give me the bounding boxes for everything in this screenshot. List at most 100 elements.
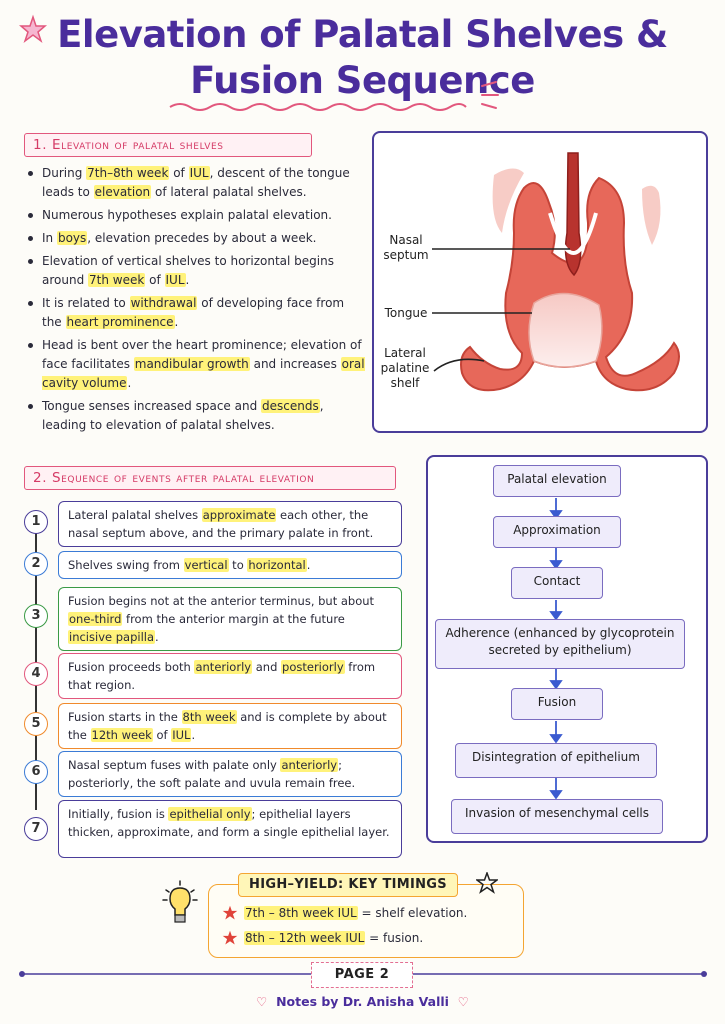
text-segment: and — [252, 660, 282, 674]
highlighted-text: heart prominence — [65, 315, 175, 329]
text-segment: During — [42, 166, 87, 180]
text-segment: It is related to — [42, 296, 130, 310]
high-yield-line-1: 7th – 8th week IUL = shelf elevation. — [244, 904, 467, 922]
text-segment: , leading to elevation of palatal shelve… — [42, 399, 324, 432]
heart-icon: ♡ — [457, 994, 469, 1009]
text-segment: , descent of the tongue leads to — [42, 166, 350, 199]
step-box: Lateral palatal shelves approximate each… — [58, 501, 402, 547]
text-segment: ; posteriorly, the soft palate and uvula… — [68, 758, 356, 790]
highlighted-text: 12th week — [90, 728, 153, 742]
text-segment: Numerous hypotheses explain palatal elev… — [42, 208, 332, 222]
palate-illustration — [432, 152, 680, 392]
bullet-item: Numerous hypotheses explain palatal elev… — [24, 206, 366, 225]
flow-disintegration: Disintegration of epithelium — [455, 743, 657, 778]
bullet-item: It is related to withdrawal of developin… — [24, 294, 366, 332]
text-segment: Head is bent over the heart prominence; … — [42, 338, 362, 371]
highlighted-text: mandibular growth — [133, 357, 250, 371]
text-segment: . — [185, 273, 190, 287]
text-segment: . — [174, 315, 179, 329]
step-number: 1 — [24, 510, 48, 534]
text-segment: to — [228, 558, 248, 572]
label-tongue: Tongue — [384, 306, 428, 320]
high-yield-title: HIGH–YIELD: KEY TIMINGS — [238, 873, 458, 897]
step-number: 5 — [24, 712, 48, 736]
text-segment: of developing face from the — [42, 296, 345, 329]
text-segment: of — [169, 166, 189, 180]
flow-approximation: Approximation — [493, 516, 621, 548]
flow-contact: Contact — [511, 567, 603, 599]
text-segment: of — [145, 273, 165, 287]
hy-key-1: 7th – 8th week IUL — [244, 906, 358, 920]
hy-val-2: = fusion. — [365, 931, 424, 945]
text-segment: of — [152, 728, 172, 742]
wavy-underline — [169, 103, 467, 111]
text-segment: Fusion starts in the — [68, 710, 182, 724]
star-icon — [18, 14, 48, 44]
tongue-shape — [528, 292, 603, 368]
red-star-icon — [222, 905, 238, 920]
highlighted-text: horizontal — [247, 558, 307, 572]
star-outline-icon — [476, 872, 498, 894]
text-segment: . — [306, 558, 311, 572]
sparkle-lines-icon — [481, 81, 499, 109]
step-number: 4 — [24, 662, 48, 686]
text-segment: and is complete by about the — [68, 710, 387, 742]
step-box: Initially, fusion is epithelial only; ep… — [58, 800, 402, 858]
text-segment: Elevation of vertical shelves to horizon… — [42, 254, 334, 287]
step-box: Fusion starts in the 8th week and is com… — [58, 703, 402, 749]
lightbulb-icon — [162, 880, 198, 923]
highlighted-text: boys — [56, 231, 88, 245]
shelf-pointer — [433, 358, 485, 372]
section-2-heading: 2. Sequence of events after palatal elev… — [24, 466, 396, 490]
flow-fusion: Fusion — [511, 688, 603, 720]
title-line-2: Fusion Sequence — [190, 59, 535, 102]
text-segment: In — [42, 231, 57, 245]
text-segment: Lateral palatal shelves — [68, 508, 202, 522]
step-box: Fusion proceeds both anteriorly and post… — [58, 653, 402, 699]
highlighted-text: descends — [261, 399, 320, 413]
text-segment: and increases — [249, 357, 341, 371]
highlighted-text: IUL — [164, 273, 186, 287]
highlighted-text: 8th week — [181, 710, 237, 724]
red-star-icon — [222, 930, 238, 945]
section-1-heading: 1. Elevation of palatal shelves — [24, 133, 312, 157]
hy-val-1: = shelf elevation. — [357, 906, 468, 920]
highlighted-text: anteriorly — [194, 660, 253, 674]
step-box: Fusion begins not at the anterior termin… — [58, 587, 402, 651]
bullet-item: In boys, elevation precedes by about a w… — [24, 229, 366, 248]
bullet-item: During 7th–8th week of IUL, descent of t… — [24, 164, 366, 202]
text-segment: Nasal septum fuses with palate only — [68, 758, 281, 772]
text-segment: Fusion begins not at the anterior termin… — [68, 594, 375, 608]
text-segment: from that region. — [68, 660, 376, 692]
text-segment: Tongue senses increased space and — [42, 399, 262, 413]
bullet-item: Head is bent over the heart prominence; … — [24, 336, 366, 393]
highlighted-text: approximate — [201, 508, 277, 522]
text-segment: ; epithelial layers thicken, approximate… — [68, 807, 390, 839]
nasal-septum-shape — [564, 152, 582, 277]
text-segment: . — [191, 728, 196, 742]
title-line-1: Elevation of Palatal Shelves & — [57, 13, 668, 56]
highlighted-text: 7th week — [88, 273, 146, 287]
footer-text: Notes by Dr. Anisha Valli — [276, 994, 449, 1009]
text-segment: Initially, fusion is — [68, 807, 169, 821]
text-segment: . — [127, 376, 132, 390]
flowchart-arrows — [549, 498, 563, 800]
highlighted-text: 7th–8th week — [86, 166, 170, 180]
step-number: 2 — [24, 552, 48, 576]
label-lateral-palatine-shelf: Lateral palatine shelf — [380, 346, 430, 390]
highlighted-text: epithelial only — [168, 807, 252, 821]
text-segment: from the anterior margin at the future — [122, 612, 345, 626]
highlighted-text: posteriorly — [281, 660, 345, 674]
step-box: Shelves swing from vertical to horizonta… — [58, 551, 402, 579]
outer-tissue-left — [492, 168, 524, 233]
palate-diagram: Nasal septum Tongue Lateral palatine she… — [372, 131, 708, 433]
text-segment: , elevation precedes by about a week. — [87, 231, 317, 245]
text-segment: Fusion proceeds both — [68, 660, 195, 674]
step-number: 7 — [24, 817, 48, 841]
hy-key-2: 8th – 12th week IUL — [244, 931, 366, 945]
heart-icon: ♡ — [256, 994, 268, 1009]
palatal-shelves-shape — [460, 176, 680, 392]
highlighted-text: incisive papilla — [68, 630, 156, 644]
page-title: Elevation of Palatal Shelves & Fusion Se… — [0, 12, 725, 104]
flow-adherence: Adherence (enhanced by glycoprotein secr… — [435, 619, 685, 669]
